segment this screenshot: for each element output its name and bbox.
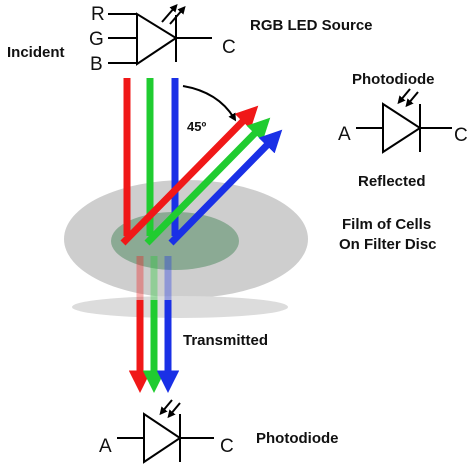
photodiode-bottom-label: Photodiode — [256, 430, 339, 447]
reflected-blue-beam — [168, 129, 283, 246]
incident-label: Incident — [7, 44, 65, 61]
led-source-label: RGB LED Source — [250, 17, 373, 34]
reflected-beams — [120, 105, 283, 246]
bottom-a-label: A — [99, 436, 112, 457]
film-label-line1: Film of Cells — [342, 216, 431, 233]
reflected-label: Reflected — [358, 173, 426, 190]
photodiode-reflected-icon — [356, 88, 452, 154]
film-label-line2: On Filter Disc — [339, 236, 437, 253]
reflected-c-label: C — [454, 125, 468, 146]
reflected-a-label: A — [338, 124, 351, 145]
led-g-label: G — [89, 29, 104, 50]
disc-shadow — [72, 296, 288, 318]
reflected-green-beam — [144, 117, 271, 246]
angle-arc — [182, 85, 237, 122]
led-r-label: R — [91, 4, 105, 25]
reflected-red-beam — [120, 105, 259, 246]
bottom-c-label: C — [220, 436, 234, 457]
angle-label: 45º — [187, 119, 206, 134]
led-symbol-icon — [108, 3, 212, 66]
transmitted-label: Transmitted — [183, 332, 268, 349]
photodiode-reflected-label: Photodiode — [352, 71, 435, 88]
led-b-label: B — [90, 54, 103, 75]
photodiode-bottom-icon — [117, 399, 214, 464]
led-c-label: C — [222, 37, 236, 58]
transmitted-beams — [128, 256, 180, 393]
